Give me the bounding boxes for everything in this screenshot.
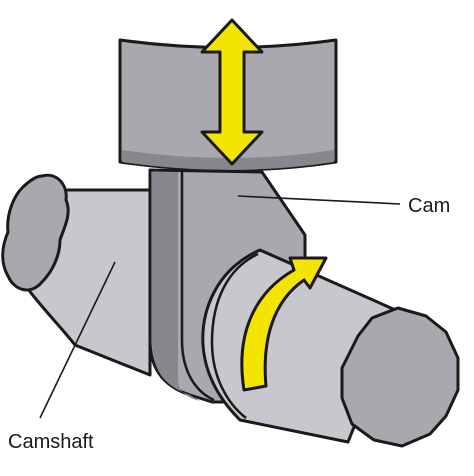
curved-rotation-arrow-icon (240, 256, 328, 392)
camshaft-left-end (1, 173, 70, 292)
camshaft-right (201, 248, 460, 448)
cam-label: Cam (408, 195, 450, 217)
camshaft-left (1, 173, 152, 377)
cam-lobe-edge-line (180, 172, 215, 402)
camshaft-label: Camshaft (8, 431, 94, 453)
double-vertical-arrow-icon (200, 18, 264, 166)
collar-ring (210, 252, 259, 419)
cam-lobe-edge-left (152, 172, 200, 401)
camshaft-leader-line (39, 261, 116, 419)
cam-leader-line (237, 195, 401, 205)
camshaft-right-end (340, 306, 460, 448)
